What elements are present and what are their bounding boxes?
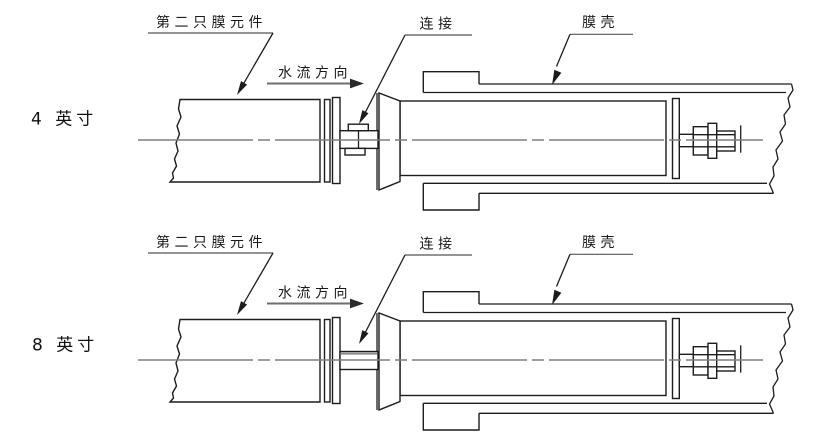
label-connector: 连接 [420, 236, 457, 253]
label-membrane-housing: 膜壳 [582, 14, 619, 31]
diagram-row-4-inch: 4 英寸 第二只膜元件 水流方向 连接 膜壳 [31, 14, 794, 211]
size-label-4-inch: 4 英寸 [31, 110, 97, 130]
label-flow-direction: 水流方向 [278, 66, 352, 82]
label-connector: 连接 [420, 16, 457, 33]
size-label-8-inch: 8 英寸 [32, 336, 98, 356]
diagram-row-8-inch: 8 英寸 第二只膜元件 水流方向 连接 膜壳 [32, 234, 794, 431]
label-membrane-housing: 膜壳 [582, 234, 619, 251]
label-flow-direction: 水流方向 [278, 286, 352, 302]
label-second-membrane-element: 第二只膜元件 [156, 234, 267, 251]
label-second-membrane-element: 第二只膜元件 [156, 14, 267, 31]
